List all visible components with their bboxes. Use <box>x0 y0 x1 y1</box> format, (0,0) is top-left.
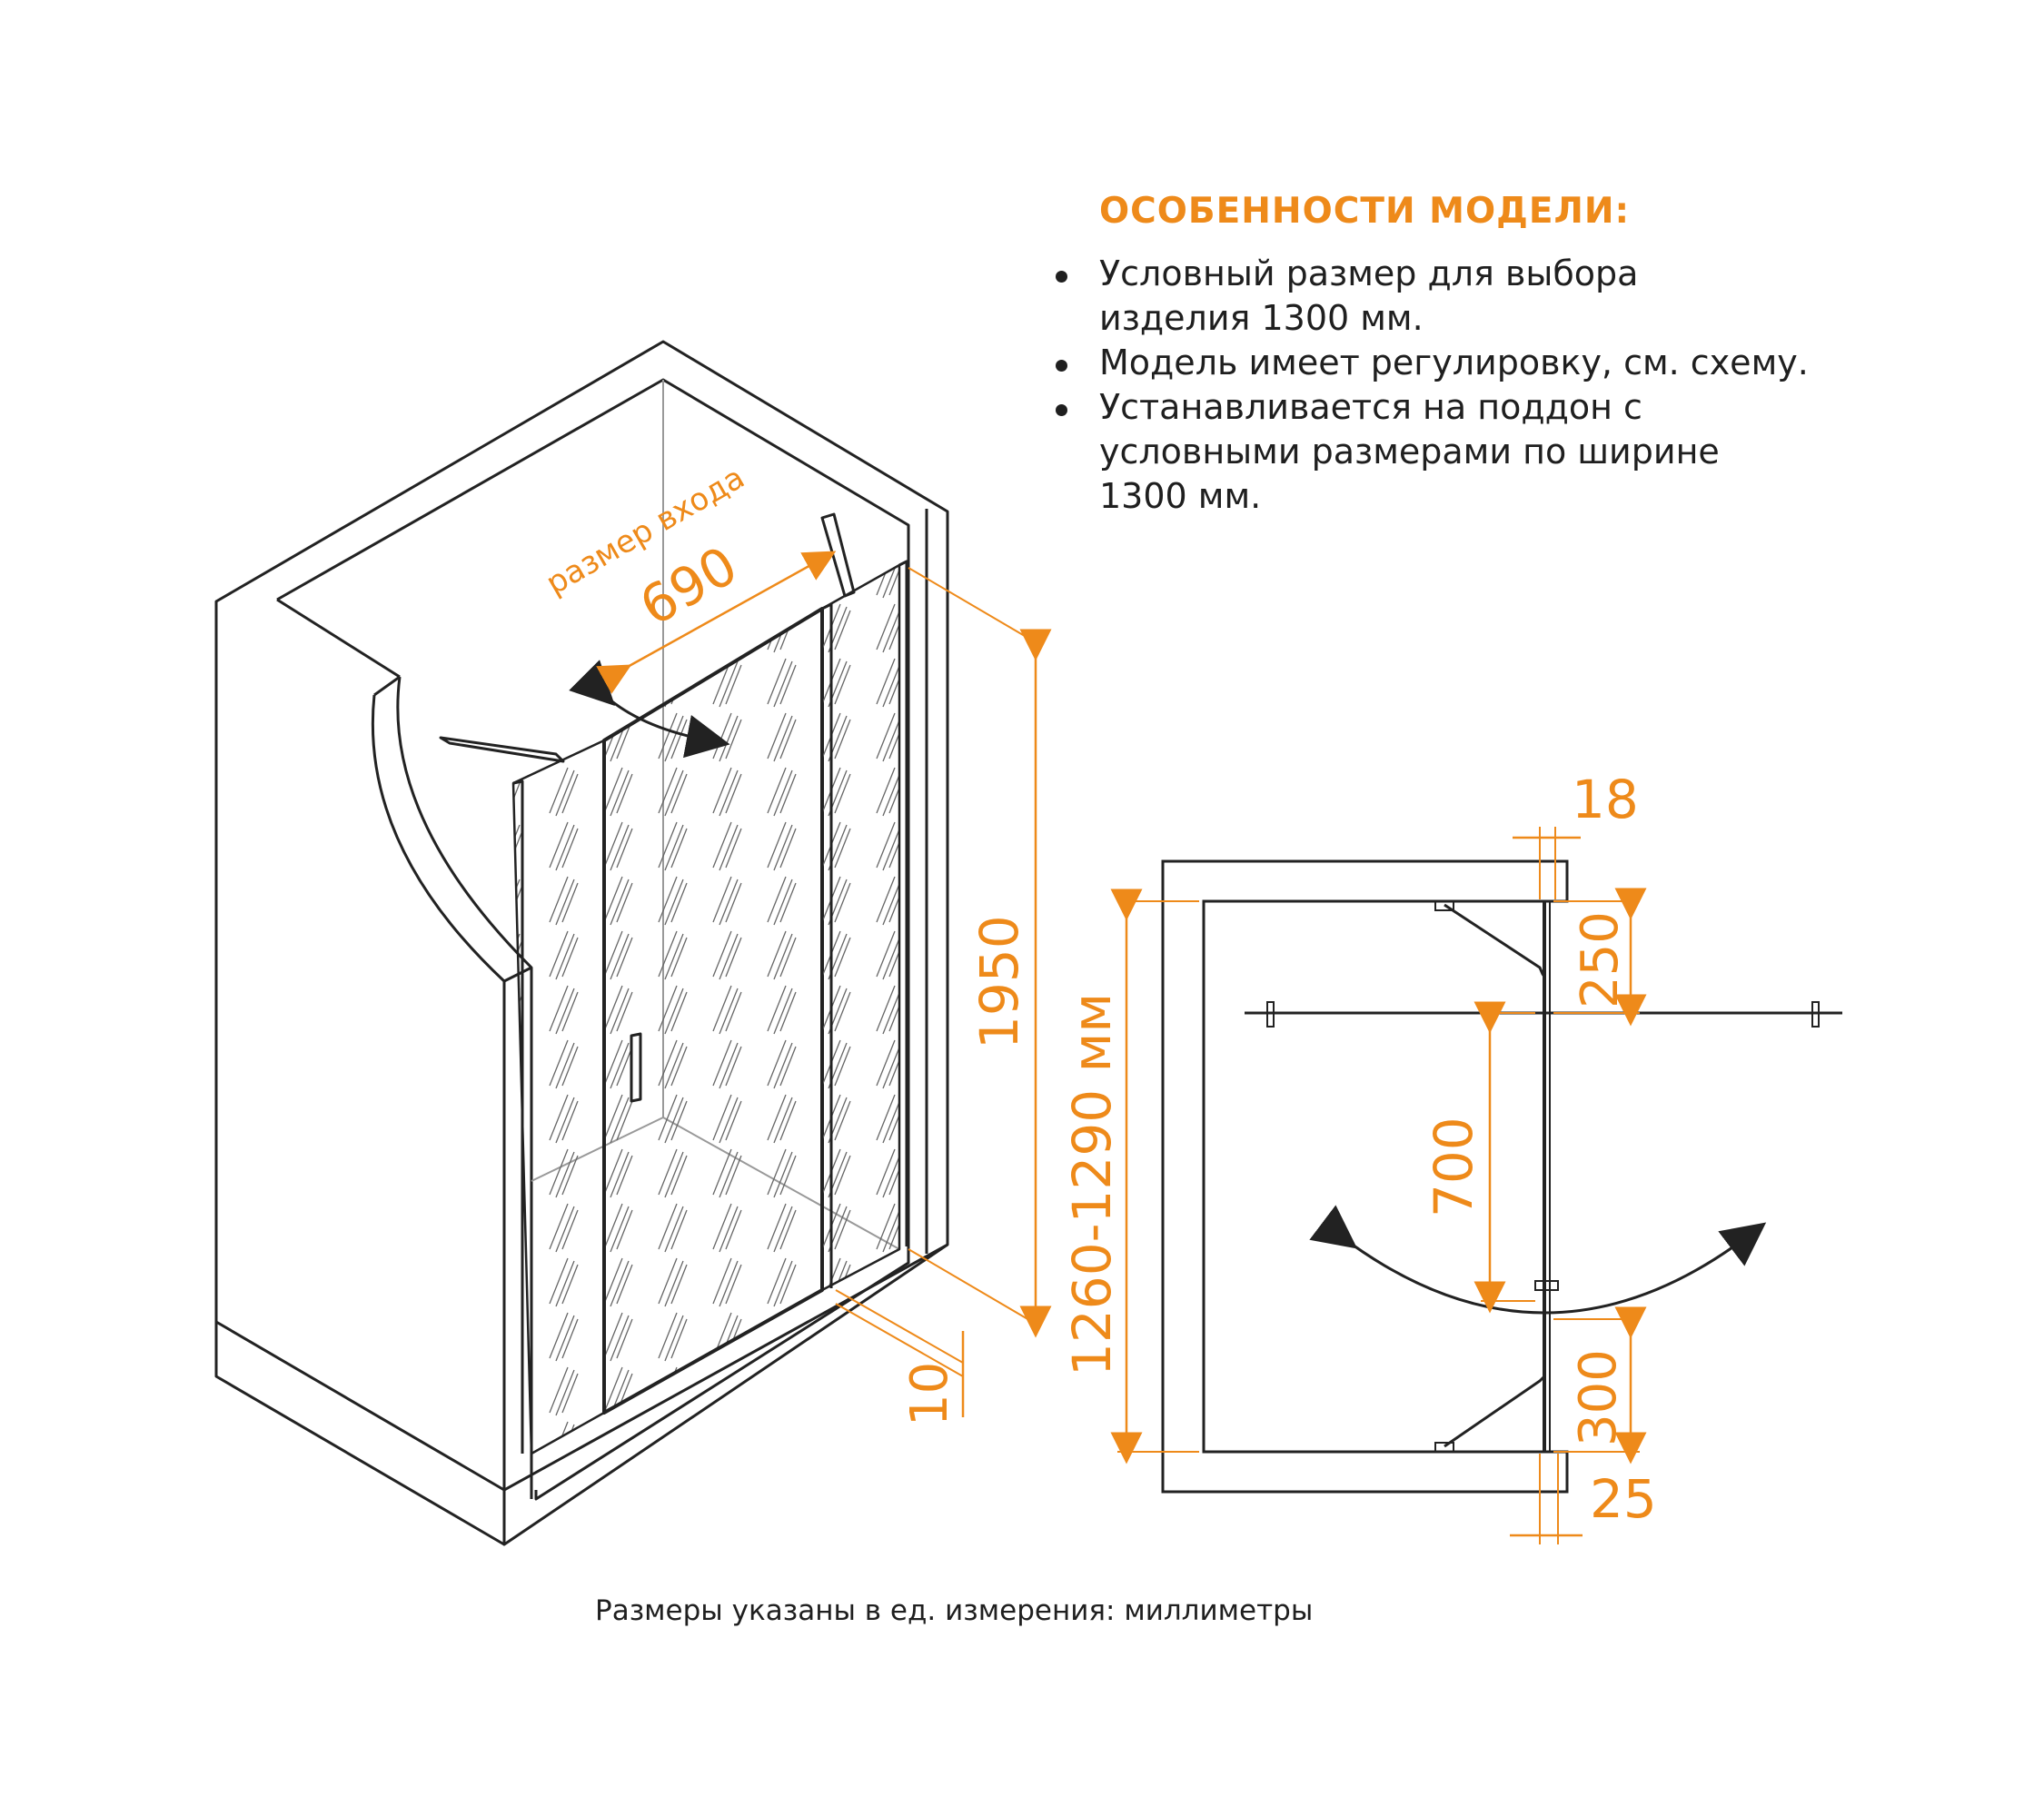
swing-arc-iso <box>569 660 730 759</box>
wall-offset-top-label: 18 <box>1572 769 1639 830</box>
plan-swing-arc <box>1309 1205 1767 1315</box>
bracket-top-label: 250 <box>1571 911 1630 1008</box>
profile-left <box>512 779 524 1454</box>
front-frame <box>907 509 928 1263</box>
plan-wall <box>1161 859 1569 1494</box>
plan-door-stop-left <box>1266 1001 1275 1028</box>
features-list: Условный размер для выбора изделия 1300 … <box>1040 252 1949 519</box>
feature-item: Условный размер для выбора изделия 1300 … <box>1056 252 1726 341</box>
wall-left-outer <box>214 340 949 1546</box>
base-strip <box>214 1243 948 1546</box>
wall-top-inner <box>276 598 401 679</box>
door-span-label: 700 <box>1423 1117 1484 1217</box>
plan-dimensions: 18 250 700 300 25 1260-1290 мм <box>1061 769 1657 1544</box>
model-features: ОСОБЕННОСТИ МОДЕЛИ: Условный размер для … <box>1040 191 1949 519</box>
height-label: 1950 <box>968 915 1030 1049</box>
plan-door-stop-right <box>1811 1001 1820 1028</box>
stabilizer-bar-left <box>439 736 565 763</box>
plan-bracket-top <box>1444 903 1546 978</box>
units-footnote: Размеры указаны в ед. измерения: миллиме… <box>595 1594 1314 1627</box>
wall-offset-bottom-label: 25 <box>1590 1468 1657 1530</box>
glass-door <box>602 607 824 1415</box>
features-title: ОСОБЕННОСТИ МОДЕЛИ: <box>1099 191 1631 232</box>
wall-curve-outer <box>371 694 506 1490</box>
range-label: 1260-1290 мм <box>1061 993 1123 1376</box>
plan-view <box>1161 859 1842 1494</box>
feature-item: Устанавливается на поддон с условными ра… <box>1056 385 1817 519</box>
wall-curve <box>396 676 533 1499</box>
glass-fixed-left <box>511 739 606 1455</box>
stabilizer-bar-right <box>820 512 856 598</box>
plan-bracket-bottom <box>1444 1375 1546 1448</box>
bracket-bottom-label: 300 <box>1569 1349 1628 1446</box>
bottom-gap-label: 10 <box>900 1362 959 1426</box>
glass-fixed-right <box>820 563 901 1292</box>
feature-item: Модель имеет регулировку, см. схему. <box>1056 341 1917 385</box>
door-handle <box>630 1032 642 1103</box>
isometric-view <box>214 340 949 1546</box>
